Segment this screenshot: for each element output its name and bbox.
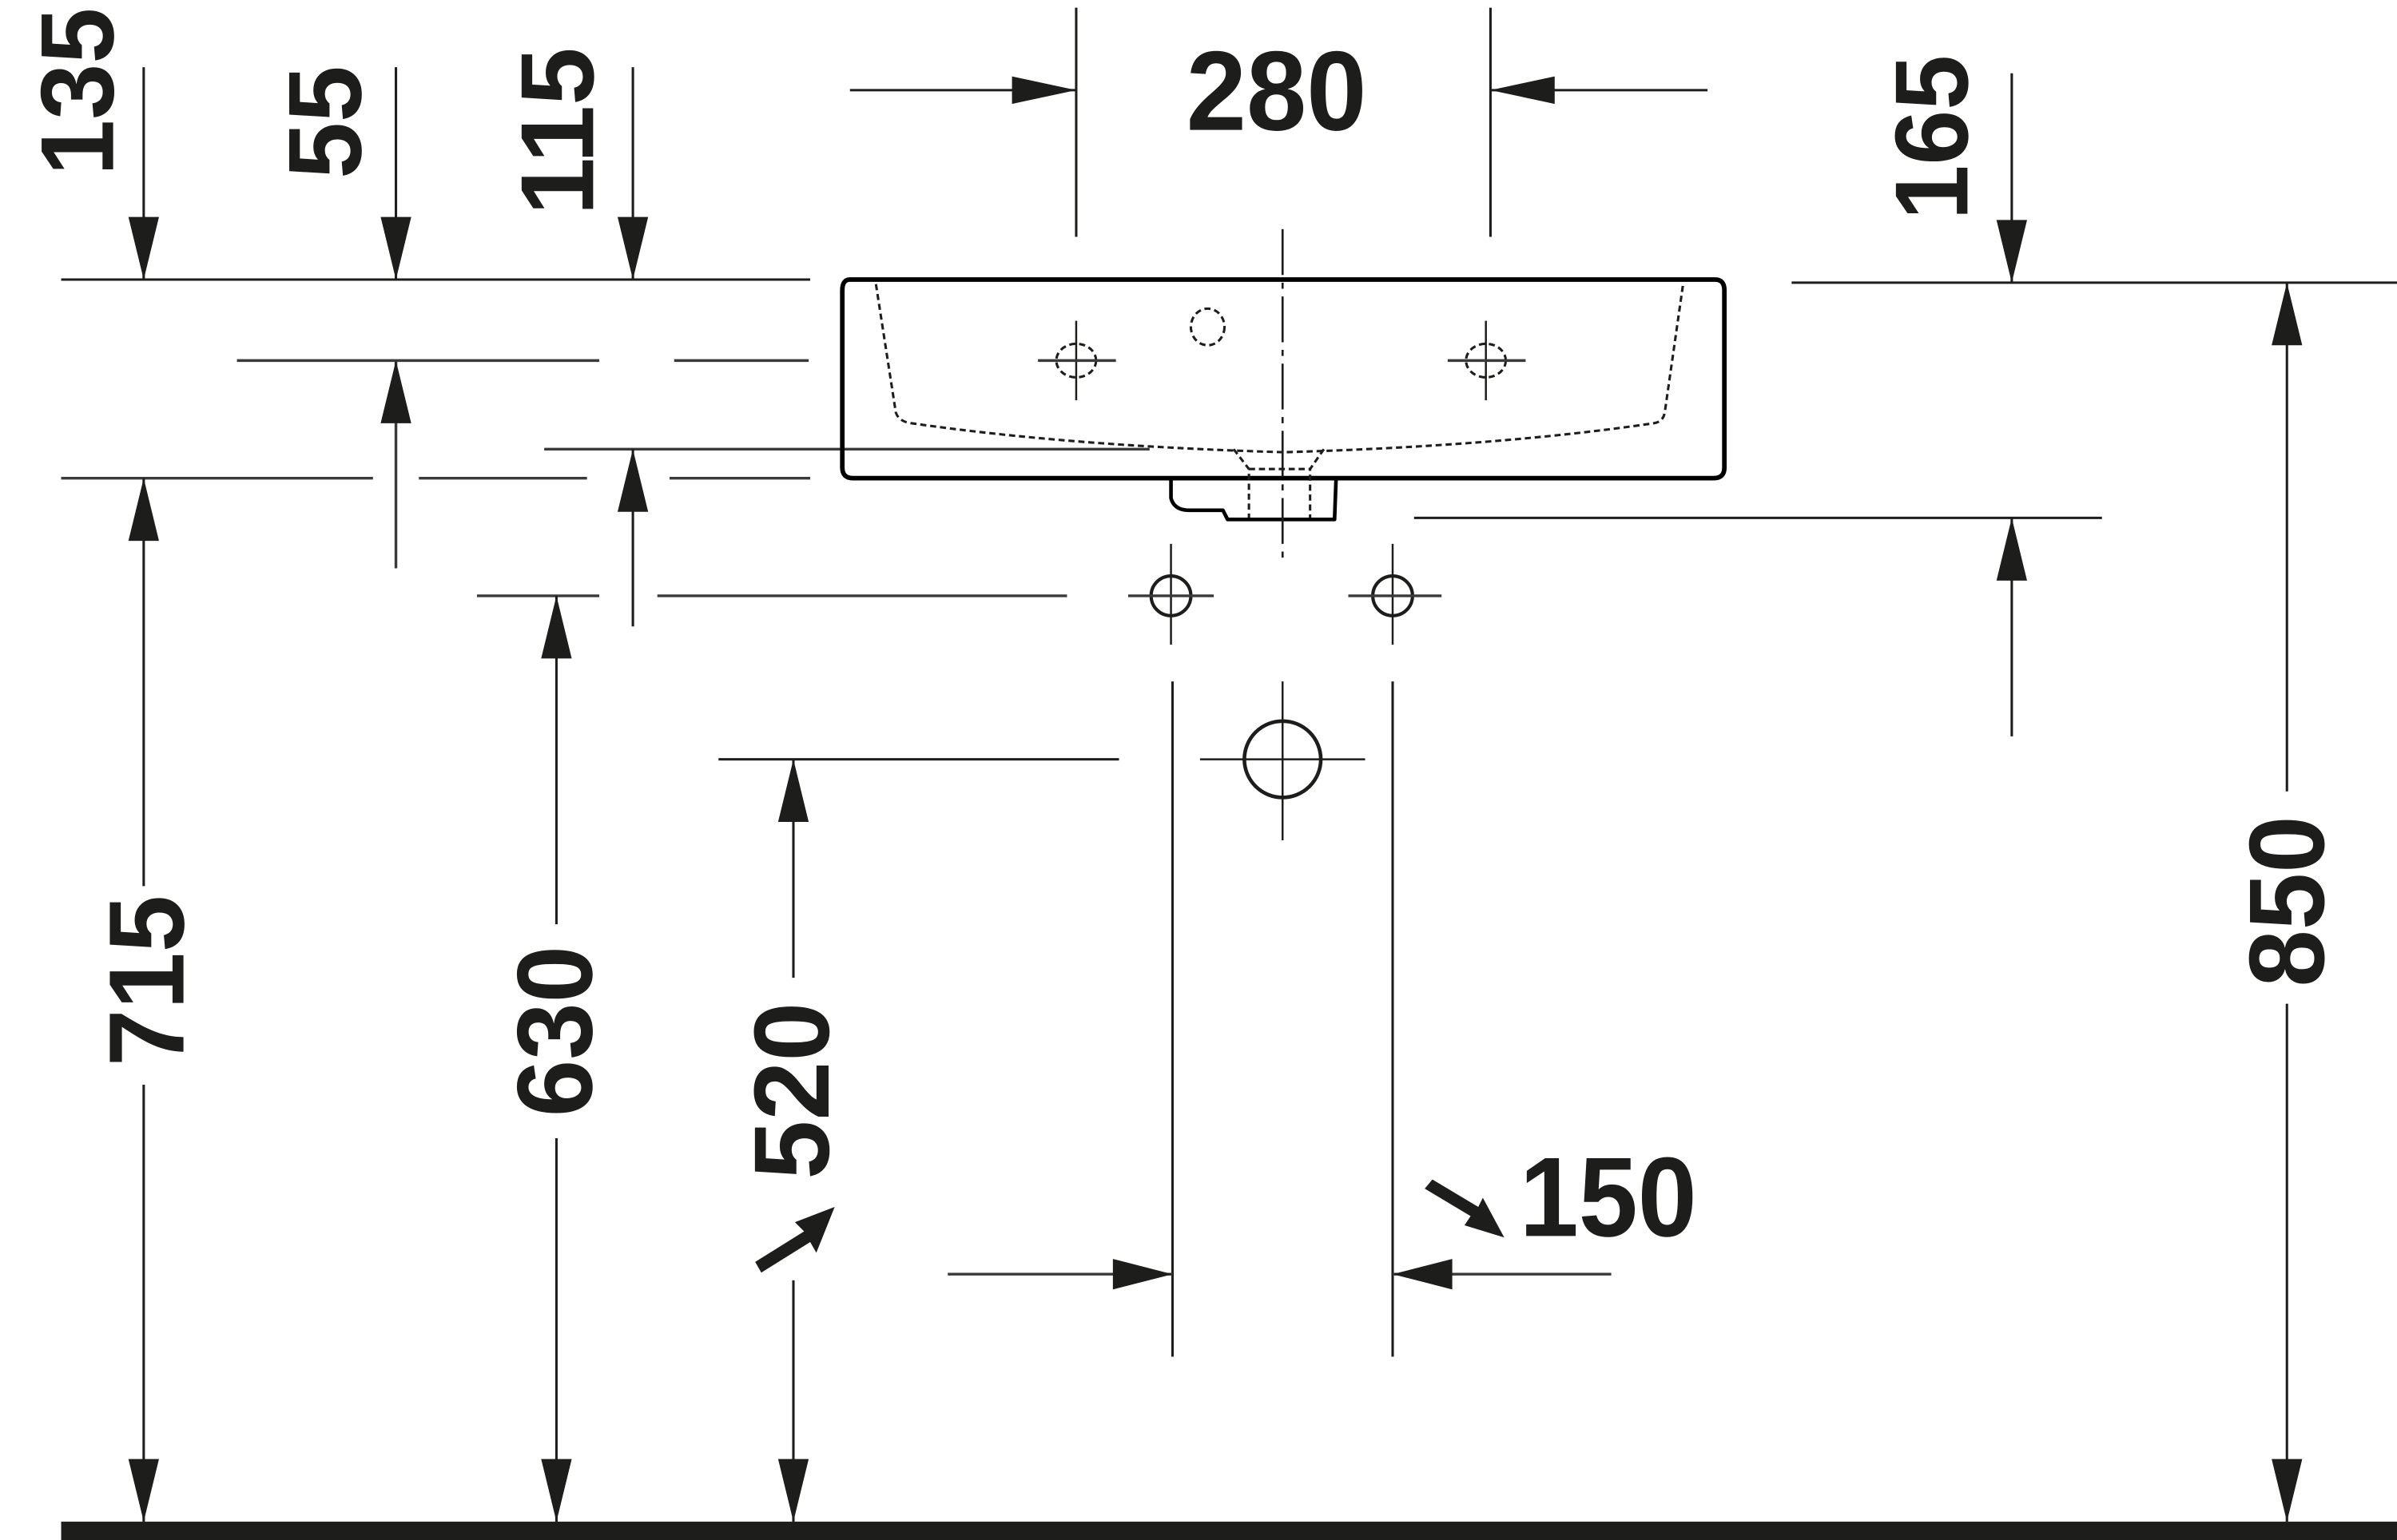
dim-label-135: 135 (19, 8, 136, 176)
dimension-115: 115 (499, 47, 649, 627)
approx-arrow-icon (755, 1207, 835, 1273)
dim-label-55: 55 (267, 65, 384, 179)
dim-label-850: 850 (2228, 816, 2347, 986)
dimension-165: 165 (1873, 55, 2027, 736)
approx-arrow-icon (1425, 1179, 1505, 1238)
reference-lines (61, 278, 2397, 761)
dim-label-520: 520 (733, 1002, 852, 1180)
dim-label-150: 150 (1520, 1133, 1697, 1260)
dimension-715: 715 (88, 895, 207, 1522)
basin-bowl-hidden-line (874, 284, 1685, 454)
basin (840, 228, 1727, 566)
dimension-135: 135 (19, 8, 159, 887)
dim-label-630: 630 (495, 946, 614, 1117)
tap-hole-left (1038, 320, 1116, 401)
drain-hidden-line (1232, 448, 1326, 520)
dimension-150: 150 (948, 1133, 1697, 1290)
dimension-630: 630 (495, 595, 614, 1522)
dim-label-280: 280 (1187, 28, 1367, 154)
dimension-55: 55 (267, 65, 411, 569)
supply-connection-left (1127, 543, 1214, 645)
dimension-850: 850 (2228, 282, 2347, 1522)
dim-label-715: 715 (88, 895, 207, 1066)
dimension-280: 280 (849, 7, 1708, 237)
dimension-520: 520 (733, 759, 852, 1522)
supply-connection-right (1348, 543, 1442, 645)
overflow-hole (1189, 307, 1226, 347)
dim-label-165: 165 (1873, 55, 1990, 220)
floor-line (61, 1522, 2397, 1540)
basin-outline (840, 277, 1727, 481)
dim-label-115: 115 (499, 47, 615, 215)
waste-connection (1199, 681, 1365, 840)
waste-outlet (1169, 478, 1338, 522)
tap-hole-right (1447, 320, 1526, 401)
